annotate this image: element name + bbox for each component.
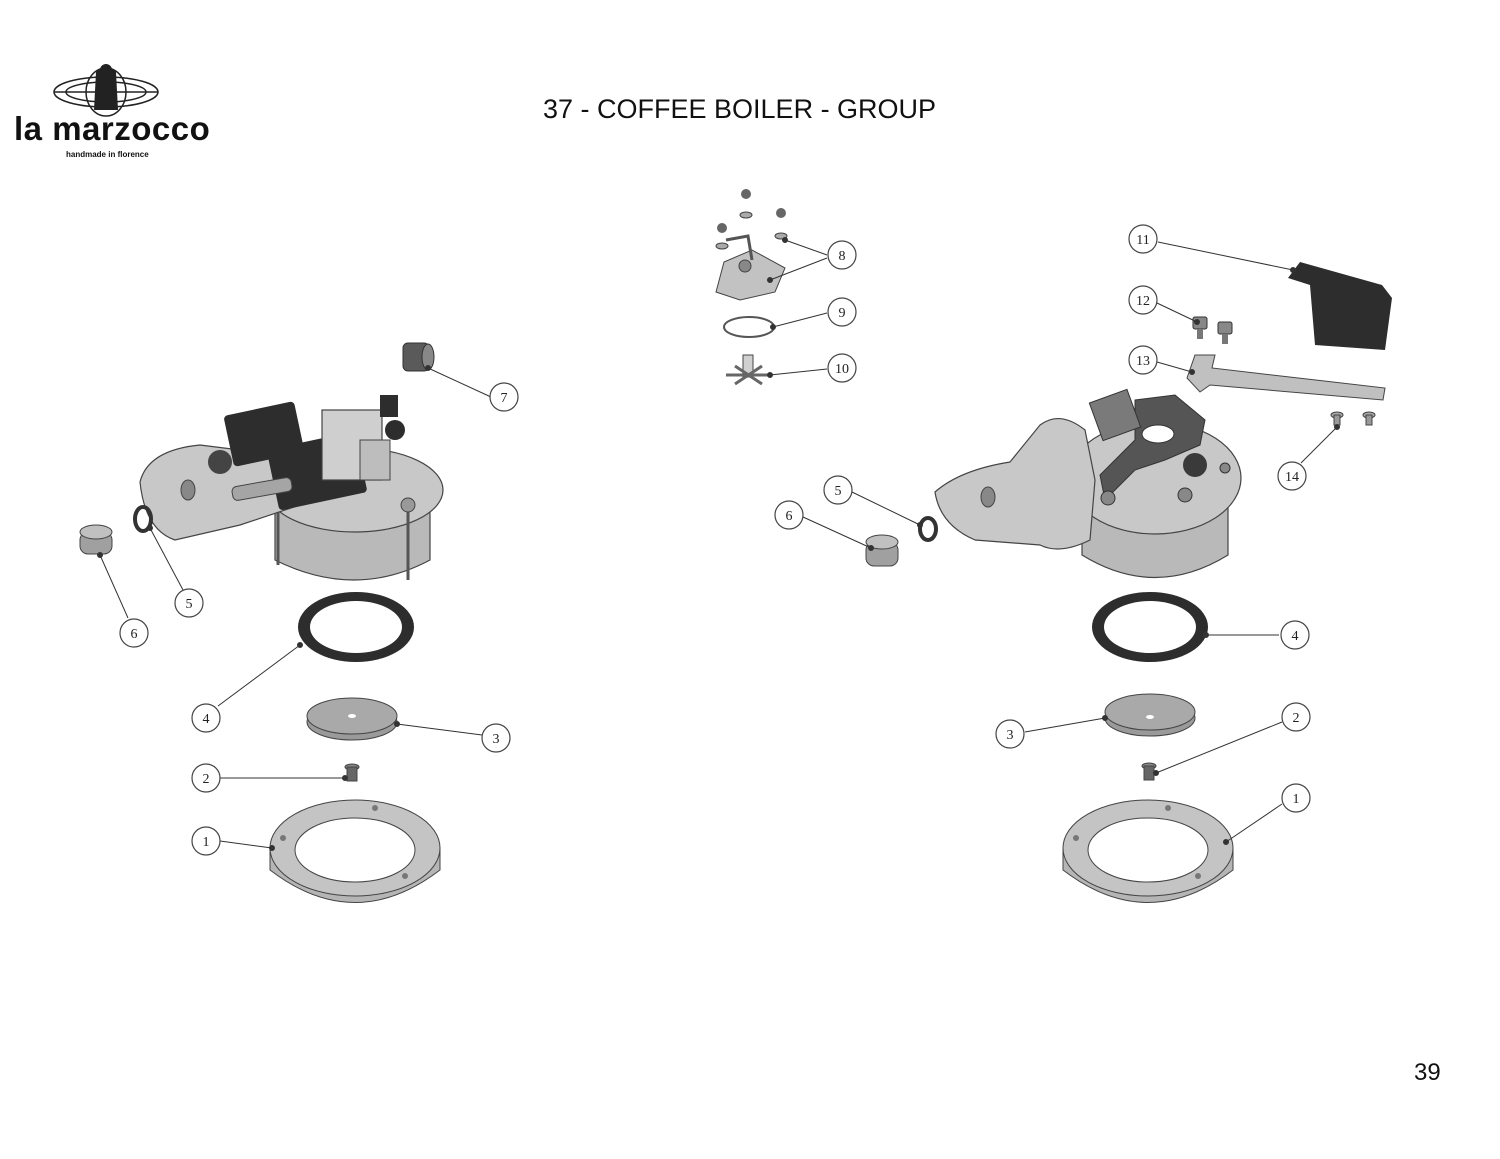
callout-right-3: 3: [995, 719, 1025, 749]
svg-text:5: 5: [835, 484, 842, 499]
svg-text:2: 2: [1293, 711, 1300, 726]
svg-text:14: 14: [1285, 470, 1299, 485]
right-part-1-ring: [1062, 799, 1234, 903]
callout-left-1: 1: [191, 826, 221, 856]
left-part-4-gasket: [298, 592, 414, 662]
right-part-3-screen: [1104, 693, 1196, 737]
right-part-2-screw: [1141, 762, 1157, 781]
brand-tagline: handmade in florence: [66, 150, 149, 159]
left-part-3-screen: [306, 697, 398, 741]
svg-text:3: 3: [493, 732, 500, 747]
callout-right-4: 4: [1280, 620, 1310, 650]
right-part-5-washer: [918, 516, 938, 542]
page-title: 37 - COFFEE BOILER - GROUP: [543, 94, 937, 124]
right-part-11-cover: [1288, 262, 1392, 350]
callout-right-6: 6: [774, 500, 804, 530]
callout-right-1: 1: [1281, 783, 1311, 813]
right-assembly: [715, 189, 1392, 903]
left-part-7-nut: [402, 342, 435, 372]
svg-text:4: 4: [1292, 629, 1299, 644]
svg-text:1: 1: [203, 835, 210, 850]
right-part-9-oring: [723, 316, 775, 338]
callout-right-12: 12: [1128, 285, 1158, 315]
callout-left-5: 5: [174, 588, 204, 618]
callout-right-2: 2: [1281, 702, 1311, 732]
callout-right-11: 11: [1128, 224, 1158, 254]
svg-text:7: 7: [501, 391, 508, 406]
right-part-4-gasket: [1092, 592, 1208, 662]
right-part-13-bar: [1186, 354, 1386, 401]
svg-text:6: 6: [786, 509, 793, 524]
svg-text:6: 6: [131, 627, 138, 642]
callout-right-10: 10: [827, 353, 857, 383]
left-part-5-washer: [133, 505, 153, 533]
left-part-1-ring: [269, 799, 441, 903]
svg-text:12: 12: [1136, 294, 1150, 309]
svg-text:9: 9: [839, 306, 846, 321]
page-number: 39: [1414, 1059, 1441, 1086]
svg-text:10: 10: [835, 362, 849, 377]
brand-name: la marzocco: [14, 110, 211, 147]
svg-text:5: 5: [186, 597, 193, 612]
svg-text:2: 2: [203, 772, 210, 787]
left-part-6-plug: [79, 524, 113, 555]
callout-left-4: 4: [191, 703, 221, 733]
right-part-8-cover: [715, 189, 788, 301]
right-boiler-body: [934, 388, 1242, 578]
svg-text:3: 3: [1007, 728, 1014, 743]
svg-text:8: 8: [839, 249, 846, 264]
right-part-10-diffuser: [726, 354, 770, 386]
callout-right-9: 9: [827, 297, 857, 327]
right-leader-lines: [767, 237, 1340, 845]
svg-text:4: 4: [203, 712, 210, 727]
callout-right-8: 8: [827, 240, 857, 270]
callout-right-14: 14: [1277, 461, 1307, 491]
callout-left-7: 7: [489, 382, 519, 412]
left-boiler-body: [139, 395, 444, 581]
callout-right-13: 13: [1128, 345, 1158, 375]
left-part-2-screw: [344, 763, 360, 782]
svg-text:11: 11: [1136, 233, 1149, 248]
left-assembly: [79, 342, 492, 903]
left-leader-lines: [97, 365, 492, 851]
right-part-14-screws: [1330, 411, 1376, 426]
callout-left-2: 2: [191, 763, 221, 793]
svg-text:13: 13: [1136, 354, 1150, 369]
callout-right-5: 5: [823, 475, 853, 505]
svg-text:1: 1: [1293, 792, 1300, 807]
callout-left-3: 3: [481, 723, 511, 753]
callout-left-6: 6: [119, 618, 149, 648]
